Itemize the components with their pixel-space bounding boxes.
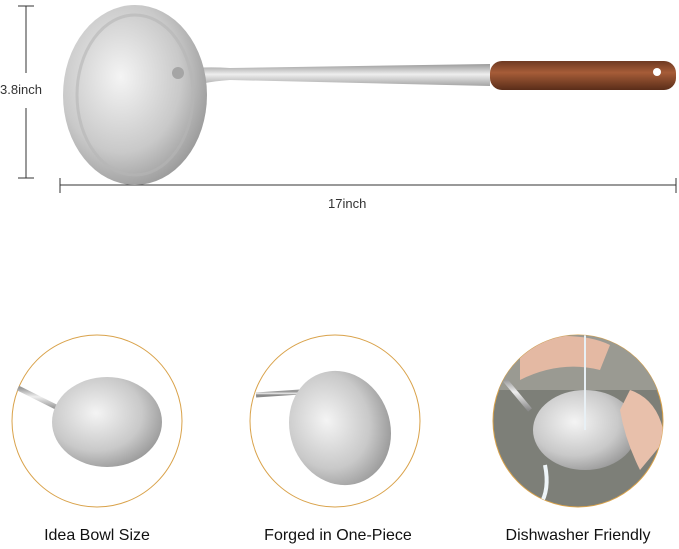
height-label: 3.8inch <box>0 82 42 97</box>
feature-circle-bowl-size <box>11 334 183 508</box>
feature-label-one-piece: Forged in One-Piece <box>264 527 412 544</box>
length-label: 17inch <box>328 196 367 211</box>
feature-circle-one-piece <box>249 334 421 508</box>
feature-label-dishwasher: Dishwasher Friendly <box>505 527 651 544</box>
height-dimension-line <box>18 5 34 179</box>
ladle-image <box>63 5 676 185</box>
feature-circle-dishwasher <box>492 334 664 508</box>
feature-label-bowl-size: Idea Bowl Size <box>44 527 150 544</box>
length-dimension-line <box>59 178 677 193</box>
